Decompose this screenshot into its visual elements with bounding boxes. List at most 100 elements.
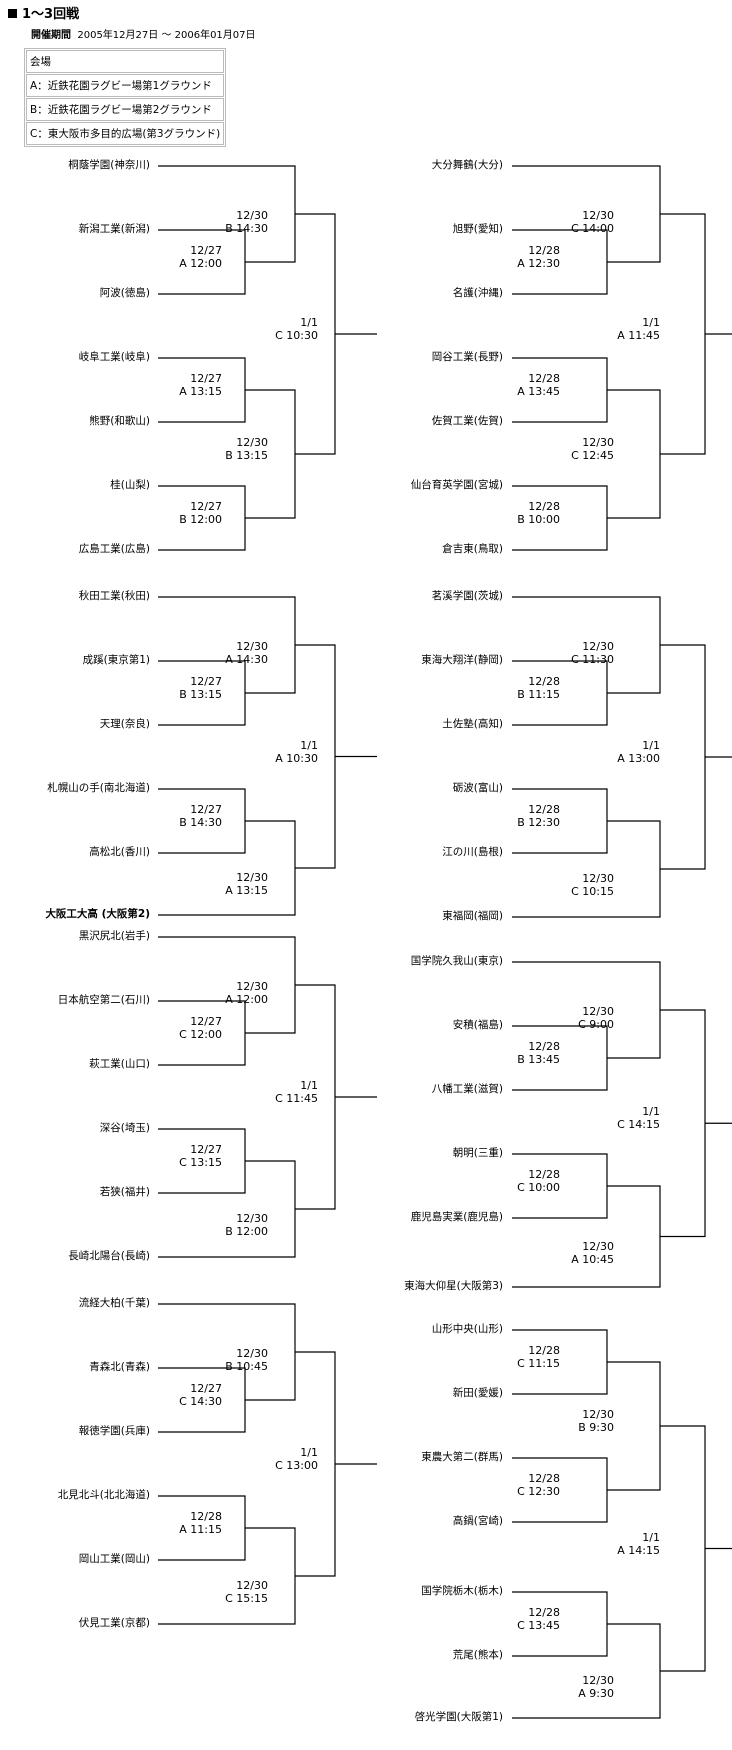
team-name: 桂(山梨) [110, 479, 150, 491]
match-date: 1/1 [642, 1105, 660, 1119]
bracket-line [660, 213, 706, 455]
match-time: C 12:45 [571, 449, 614, 462]
team-name: 広島工業(広島) [78, 543, 150, 555]
team-name: 朝明(三重) [452, 1147, 503, 1159]
bracket-line [512, 1185, 661, 1288]
match-time: C 10:15 [571, 885, 614, 898]
team-name: 高鍋(宮崎) [452, 1515, 503, 1527]
team-name: 茗溪学園(茨城) [431, 590, 503, 602]
team-name: 長崎北陽台(長崎) [68, 1250, 150, 1262]
match-date: 12/28 [528, 244, 560, 257]
match-date: 12/30 [236, 640, 268, 653]
match-time: A 11:15 [179, 1523, 222, 1536]
match-date: 12/28 [528, 1606, 560, 1619]
team-name: 山形中央(山形) [431, 1323, 503, 1335]
match-time: C 13:00 [275, 1459, 318, 1472]
team-name: 国学院久我山(東京) [410, 955, 503, 967]
team-name: 名護(沖縄) [452, 287, 503, 299]
bracket-line [607, 1361, 661, 1491]
team-name: 伏見工業(京都) [78, 1617, 150, 1629]
match-time: B 10:00 [517, 513, 560, 526]
team-name: 報徳学園(兵庫) [78, 1425, 150, 1437]
match-date: 12/30 [236, 871, 268, 884]
venue-a: A：近鉄花園ラグビー場第1グラウンド [26, 74, 225, 97]
match-date: 1/1 [642, 739, 660, 752]
match-time: A 10:30 [275, 751, 318, 765]
bracket-line [660, 1425, 706, 1672]
match-date: 12/30 [236, 209, 268, 222]
match-time: B 12:00 [179, 513, 222, 526]
team-name: 大阪工大高 (大阪第2) [45, 908, 150, 920]
match-time: C 10:00 [517, 1181, 560, 1194]
match-time: B 12:00 [225, 1225, 268, 1238]
match-date: 12/30 [582, 209, 614, 222]
match-date: 1/1 [300, 1446, 318, 1459]
team-name: 札幌山の手(南北海道) [47, 782, 150, 794]
match-time: A 10:45 [571, 1252, 614, 1266]
match-time: A 9:30 [578, 1687, 614, 1700]
team-name: 佐賀工業(佐賀) [431, 415, 503, 427]
match-date: 12/28 [528, 1344, 560, 1357]
match-date: 12/30 [582, 1239, 614, 1253]
bracket-line [158, 820, 296, 916]
match-time: B 13:45 [517, 1053, 560, 1066]
match-date: 12/27 [190, 244, 222, 257]
bracket-line [158, 1303, 296, 1401]
bracket-line [158, 165, 296, 263]
bracket-line [158, 596, 296, 694]
team-name: 成蹊(東京第1) [82, 654, 150, 666]
match-date: 1/1 [642, 316, 660, 329]
match-date: 12/30 [582, 640, 614, 653]
match-time: A 13:15 [225, 884, 268, 897]
bracket-line [660, 644, 706, 870]
bracket-line [158, 1160, 296, 1258]
match-date: 1/1 [300, 738, 318, 752]
period-label: 開催期間 [31, 30, 71, 41]
bracket-line [660, 1009, 706, 1238]
team-name: 黒沢尻北(岩手) [78, 930, 150, 942]
match-date: 1/1 [642, 1530, 660, 1544]
team-name: 啓光学園(大阪第1) [414, 1711, 503, 1723]
team-name: 萩工業(山口) [89, 1058, 150, 1070]
match-time: A 12:30 [517, 257, 560, 270]
match-date: 12/30 [236, 1212, 268, 1225]
match-time: C 11:45 [275, 1092, 318, 1105]
match-time: C 10:30 [275, 329, 318, 342]
team-name: 若狭(福井) [99, 1186, 150, 1198]
match-time: C 14:15 [617, 1118, 660, 1132]
match-time: B 11:15 [517, 688, 560, 701]
match-time: A 11:45 [617, 329, 660, 342]
match-time: C 13:15 [179, 1156, 222, 1169]
team-name: 秋田工業(秋田) [78, 590, 150, 602]
match-date: 1/1 [300, 316, 318, 329]
match-time: B 13:15 [225, 449, 268, 462]
match-date: 12/28 [528, 500, 560, 513]
match-time: A 13:00 [617, 752, 660, 765]
match-time: C 9:00 [578, 1018, 614, 1031]
team-name: 流経大柏(千葉) [78, 1297, 150, 1309]
team-name: 桐蔭学園(神奈川) [68, 159, 150, 171]
match-date: 12/30 [236, 1347, 268, 1360]
team-name: 荒尾(熊本) [452, 1649, 503, 1661]
match-time: C 12:00 [179, 1028, 222, 1041]
team-name: 鹿児島実業(鹿児島) [410, 1211, 503, 1223]
match-date: 12/28 [190, 1510, 222, 1523]
match-date: 12/30 [236, 980, 268, 993]
team-name: 土佐塾(高知) [442, 718, 503, 730]
venue-header: 会場 [26, 50, 225, 73]
match-date: 12/30 [582, 872, 614, 885]
team-name: 阿波(徳島) [99, 287, 150, 299]
match-time: B 9:30 [578, 1421, 614, 1434]
team-name: 岡山工業(岡山) [78, 1553, 150, 1565]
team-name: 青森北(青森) [89, 1361, 150, 1373]
match-date: 12/28 [528, 675, 560, 688]
venue-table: 会場 A：近鉄花園ラグビー場第1グラウンド B：近鉄花園ラグビー場第2グラウンド… [24, 48, 227, 147]
team-name: 旭野(愛知) [452, 223, 503, 235]
team-name: 高松北(香川) [89, 846, 150, 858]
bracket-line [512, 820, 661, 918]
match-date: 1/1 [300, 1079, 318, 1092]
team-name: 江の川(島根) [442, 846, 503, 858]
period-row: 開催期間 2005年12月27日 ～ 2006年01月07日 [31, 26, 256, 41]
venue-b: B：近鉄花園ラグビー場第2グラウンド [26, 98, 225, 121]
team-name: 新潟工業(新潟) [78, 223, 150, 235]
